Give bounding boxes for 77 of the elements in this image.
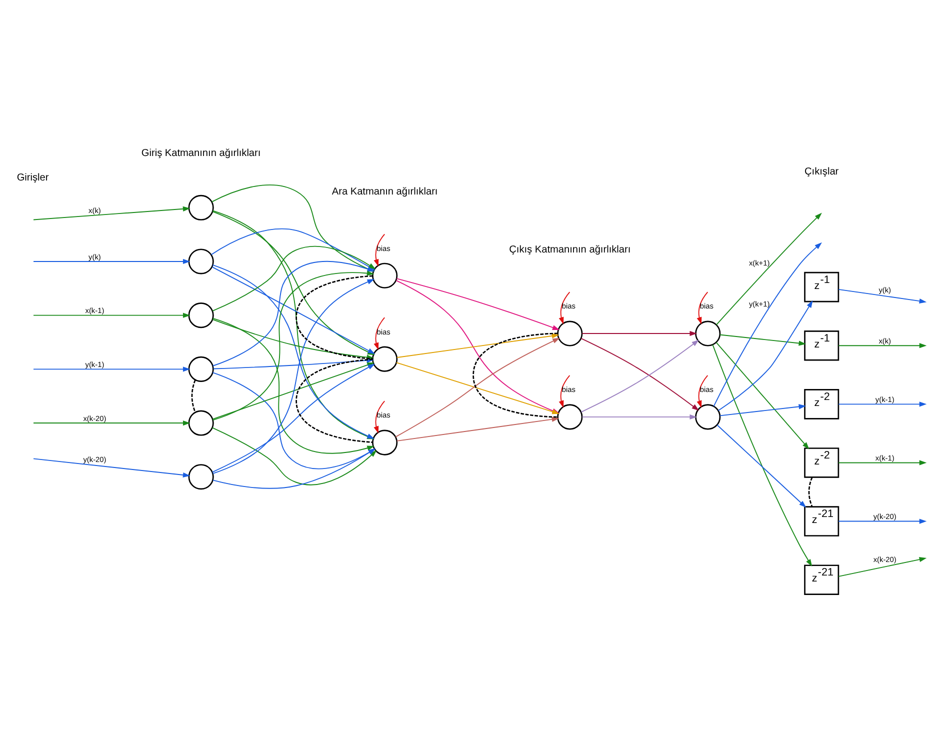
label: Girişler [16,172,49,184]
arrow [374,317,386,350]
arrow [712,344,812,566]
edge-label: x(k+1) [748,258,770,268]
edge-label: y(k+1) [748,299,770,308]
edge-label: x(k-1) [875,454,894,463]
label: Ara Katmanın ağırlıkları [332,186,438,198]
arrow [33,206,190,220]
arrow [716,342,810,450]
arrow [33,312,190,318]
node-circle [188,194,214,220]
edge-label: y(k-20) [873,512,896,522]
arrow [33,458,190,478]
edge-label: y(k) [878,285,892,294]
node-circle [557,404,583,430]
edge-label: x(k) [878,336,892,346]
arrow [582,330,697,336]
node-circle [557,320,583,346]
edge-label: bias [562,385,576,394]
arrow [696,375,708,408]
arrow [33,366,190,372]
node-circle [188,248,214,274]
arrow [212,427,377,486]
edge-label: bias [376,327,390,336]
edge-label: bias [700,302,714,311]
node-circle [188,356,214,382]
edge-label: bias [562,302,576,311]
edge-label: y(k-1) [875,395,894,404]
arrow [838,460,927,466]
edge-label: y(k-1) [85,360,104,370]
edge-label: x(k-1) [85,306,104,316]
edge-label: bias [700,385,714,394]
edge-label: x(k-20) [873,555,896,564]
node-circle [188,410,214,436]
arrow [838,288,927,304]
label: Çıkışlar [804,166,839,178]
arrow [396,278,560,330]
connector [296,275,373,360]
node-circle [695,404,721,430]
node-circle [372,430,398,456]
arrow [713,242,822,407]
node-circle [372,346,398,372]
edge-label: y(k) [88,252,101,262]
node-circle [188,464,214,490]
node-circle [695,320,721,346]
label: Çıkış Katmanının ağırlıkları [509,244,631,256]
arrow [838,518,927,524]
arrow [374,400,386,434]
arrow [374,234,386,267]
arrow [716,212,822,326]
edge-label: x(k) [88,206,101,215]
arrow [33,420,190,426]
arrow [396,416,560,442]
edge-label: bias [376,244,390,253]
arrow [212,448,376,489]
arrow [718,300,813,412]
arrow [838,343,927,348]
arrow [716,424,806,508]
arrow [719,334,806,346]
node-circle [188,302,214,328]
arrow [719,404,806,416]
edge-label: x(k-20) [83,414,106,423]
arrow [396,333,560,358]
edge-label: bias [376,410,390,420]
arrow [558,292,570,324]
connector [191,380,196,413]
node-circle [372,262,398,288]
edge-label: y(k-20) [83,454,106,464]
arrow [558,375,570,408]
arrow [582,414,697,420]
arrow [838,557,927,577]
connector [808,477,813,507]
arrow [33,258,190,264]
connector [472,332,558,418]
label: Giriş Katmanının ağırlıkları [141,148,261,160]
arrow [838,402,927,407]
arrow [696,292,708,324]
